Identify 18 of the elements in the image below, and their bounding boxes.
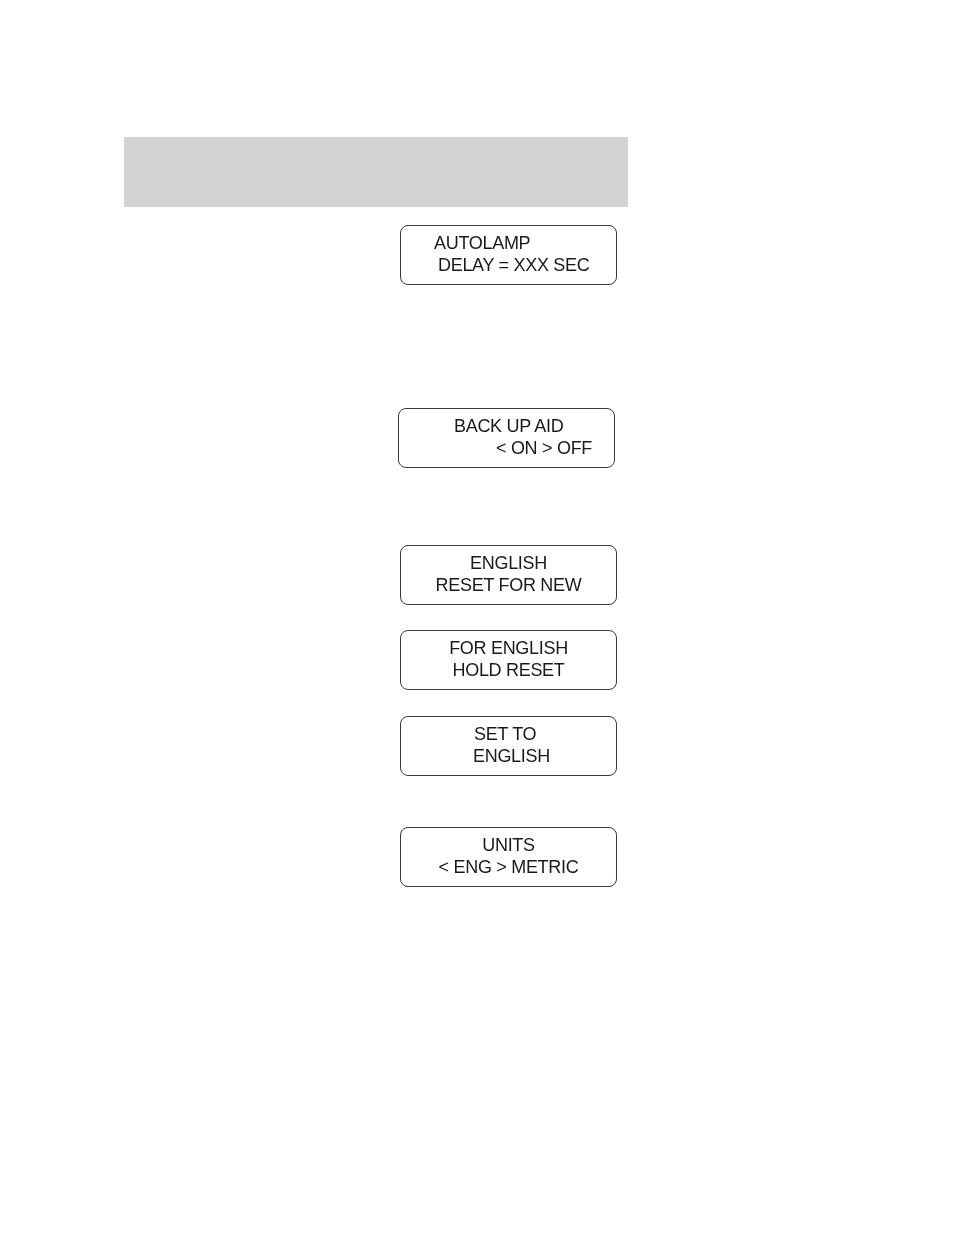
lcd-display-panel	[400, 545, 617, 605]
display-text: < ON > OFF	[496, 438, 593, 458]
display-text: UNITS	[482, 835, 535, 855]
display-text: FOR ENGLISH	[449, 638, 568, 658]
lcd-display-panel	[398, 408, 615, 468]
display-text: AUTOLAMP	[434, 233, 531, 253]
display-text: ENGLISH	[470, 553, 547, 573]
display-text: SET TO	[474, 724, 537, 744]
display-text: RESET FOR NEW	[435, 575, 582, 595]
display-text: BACK UP AID	[454, 416, 564, 436]
display-text: < ENG > METRIC	[438, 857, 579, 877]
lcd-display-panel	[400, 225, 617, 285]
lcd-display-panel	[400, 827, 617, 887]
display-text: HOLD RESET	[452, 660, 565, 680]
display-text: DELAY = XXX SEC	[438, 255, 590, 275]
lcd-display-panel	[400, 716, 617, 776]
lcd-display-panel	[400, 630, 617, 690]
display-text: ENGLISH	[473, 746, 550, 766]
